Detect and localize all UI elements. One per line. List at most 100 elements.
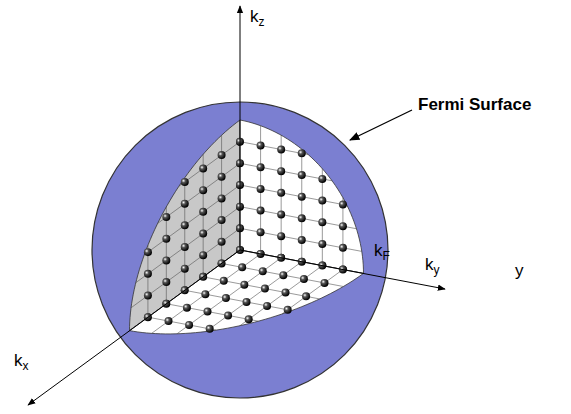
lattice-point [300,275,308,283]
lattice-point [185,321,193,329]
lattice-point [257,163,265,171]
lattice-line [322,169,323,266]
octant-cutaway [130,120,364,334]
lattice-point [162,278,170,286]
lattice-point [318,240,326,248]
lattice-point [245,315,253,323]
lattice-point [277,167,285,175]
kx-ky-face [130,250,364,334]
lattice-point [144,292,152,300]
lattice-point [298,214,306,222]
lattice-point [257,228,265,236]
lattice-point [144,270,152,278]
lattice-line [282,270,343,315]
lattice-point [199,208,207,216]
lattice-point [218,151,226,159]
lattice-line [158,163,240,223]
callout-label: Fermi Surface [418,96,531,115]
lattice-point [199,186,207,194]
lattice-line [177,258,281,334]
lattice-line [240,207,356,229]
lattice-point [183,304,191,312]
lattice-point [302,292,310,300]
lattice-point [263,302,271,310]
kx-axis [28,250,240,405]
lattice-point [199,230,207,238]
lattice-point [339,222,347,230]
lattice-line [179,142,240,187]
lattice-point [277,145,285,153]
lattice-point [318,175,326,183]
ky-kz-face [240,120,364,273]
lattice-point [321,279,329,287]
lattice-point [298,193,306,201]
lattice-point [277,210,285,218]
leader-arrow [350,110,412,140]
lattice-point [218,238,226,246]
radius-label: kF [374,242,390,261]
lattice-point [261,285,269,293]
lattice-point [165,317,173,325]
lattice-line [166,304,258,321]
lattice-point [199,165,207,173]
lattice-point [339,201,347,209]
lattice-point [298,149,306,157]
lattice-point [257,142,265,150]
lattice-line [240,163,332,180]
lattice-point [181,265,189,273]
lattice-point [204,308,212,316]
lattice-point [259,267,267,275]
lattice-point [181,243,189,251]
lattice-point [284,306,292,314]
lattice-point [218,173,226,181]
lattice-point [298,171,306,179]
lattice-line [240,266,322,326]
lattice-line [185,290,292,310]
axis-label: kx [14,352,29,371]
lattice-point [279,271,287,279]
lattice-line [152,254,261,333]
ky-axis [240,250,445,289]
lattice-point [222,294,230,302]
lattice-point [218,216,226,224]
lattice-line [301,149,302,262]
lattice-point [181,200,189,208]
lattice-point [318,197,326,205]
lattice-point [243,298,251,306]
lattice-point [298,236,306,244]
lattice-point [339,244,347,252]
lattice-point [181,178,189,186]
lattice-point [257,207,265,215]
lattice-line [184,178,185,291]
lattice-point [238,263,246,271]
lattice-point [206,325,214,333]
lattice-line [206,262,302,332]
lattice-point [220,277,228,285]
lattice-point [181,221,189,229]
lattice-point [199,251,207,259]
lattice-point [277,232,285,240]
lattice-point [144,248,152,256]
lattice-point [282,288,290,296]
axis-label: ky [425,256,440,275]
lattice-line [166,207,167,304]
lattice-line [240,228,362,251]
lattice-point [218,194,226,202]
lattice-point [162,235,170,243]
lattice-point [318,218,326,226]
lattice-point [257,185,265,193]
kz-axis [240,6,241,250]
lattice-line [144,185,240,255]
axis-label: kz [250,8,265,27]
axes [28,6,445,405]
axis-label: y [515,262,524,281]
lattice-point [224,311,232,319]
lattice-line [240,185,347,205]
lattice-point [240,281,248,289]
lattice-point [162,256,170,264]
lattice-point [201,290,209,298]
lattice-point [162,213,170,221]
lattice-point [277,189,285,197]
